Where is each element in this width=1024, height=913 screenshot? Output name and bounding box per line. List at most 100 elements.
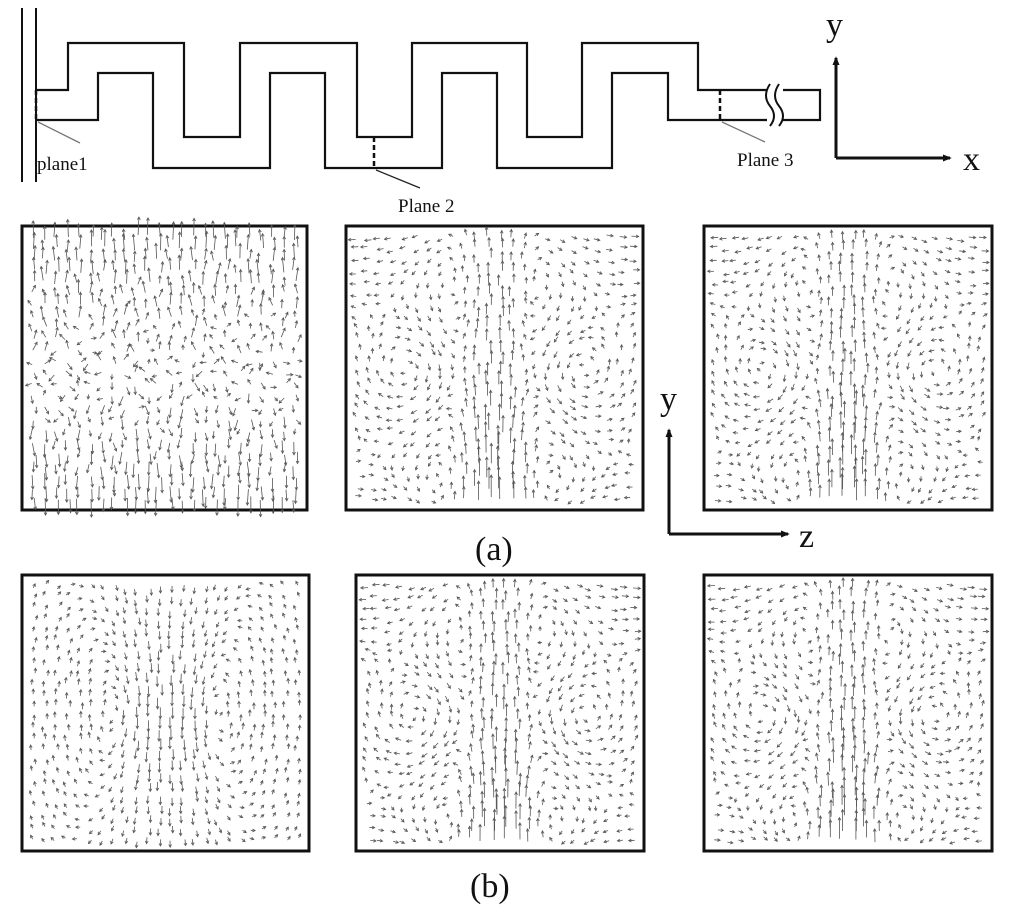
velocity-vector-head [210,250,214,255]
velocity-vector-head [416,475,420,480]
velocity-vector-head [587,325,592,330]
velocity-vector-head [611,272,616,277]
velocity-vector-head [488,389,493,394]
velocity-vector-head [284,485,289,489]
velocity-vector-head [556,364,561,369]
velocity-vector [204,248,207,260]
velocity-vector-head [201,354,206,359]
velocity-vector [204,455,208,464]
velocity-vector-head [383,487,387,492]
velocity-vector [158,222,161,236]
velocity-vector-head [556,307,560,312]
velocity-vector-head [213,283,217,288]
velocity-vector-head [513,404,517,409]
velocity-vector-head [261,291,265,296]
velocity-vector-head [160,260,165,265]
velocity-vector-head [460,408,465,412]
velocity-vector-head [463,300,468,305]
velocity-vector-head [41,246,45,251]
velocity-vector [200,361,207,364]
velocity-vector-head [291,242,296,247]
velocity-vector [83,363,89,371]
velocity-vector-head [177,320,182,325]
velocity-vector [378,393,384,398]
velocity-vector [722,260,729,262]
velocity-vector [202,489,204,507]
velocity-vector [525,369,527,376]
velocity-vector-head [216,424,220,429]
velocity-vector [27,300,32,306]
velocity-vector-head [205,437,209,442]
velocity-vector-head [191,489,195,493]
velocity-vector [77,429,81,442]
velocity-vector [63,322,69,330]
velocity-vector-head [512,437,517,442]
velocity-vector-head [86,395,91,400]
velocity-vector [190,246,193,261]
velocity-vector-head [57,463,62,468]
velocity-vector-head [477,362,481,367]
velocity-vector-head [411,271,416,276]
velocity-vector-head [272,236,277,241]
velocity-vector [157,407,160,413]
velocity-vector [183,739,185,751]
velocity-vector [32,420,34,429]
velocity-vector-head [484,456,489,460]
velocity-vector-head [179,220,184,225]
velocity-vector-head [573,250,577,254]
velocity-vector-head [578,363,583,367]
velocity-vector [590,356,595,361]
velocity-vector-head [30,400,34,405]
velocity-vector [373,272,380,275]
velocity-vector-head [201,307,206,312]
velocity-vector-head [271,268,275,273]
velocity-vector-head [138,276,142,281]
velocity-vector-head [436,238,441,242]
velocity-vector-head [151,348,156,352]
velocity-vector-head [496,455,501,459]
velocity-vector-head [179,291,183,296]
velocity-vector-head [133,510,138,515]
velocity-vector [159,439,162,450]
velocity-vector-head [387,281,392,285]
velocity-vector [426,247,432,252]
velocity-vector-head [282,235,286,240]
velocity-vector-head [272,246,277,251]
velocity-vector-head [380,321,384,325]
velocity-vector-head [42,316,46,320]
velocity-vector-head [382,466,387,471]
velocity-vector-head [472,374,476,379]
velocity-vector [561,372,564,380]
velocity-vector-head [225,284,230,289]
velocity-vector [292,405,294,413]
velocity-vector [102,498,105,512]
velocity-vector [359,344,361,350]
velocity-vector-head [231,338,236,343]
velocity-vector-head [486,412,491,416]
velocity-vector-head [417,318,422,322]
velocity-vector-head [60,412,64,417]
velocity-vector [112,260,115,270]
velocity-vector-head [197,284,202,289]
velocity-vector [54,287,56,297]
velocity-vector [473,375,475,386]
velocity-vector-head [389,259,394,264]
velocity-vector [351,305,357,309]
velocity-vector-head [278,407,282,411]
velocity-vector-head [489,247,493,251]
velocity-vector-head [426,397,430,402]
velocity-vector-head [535,480,540,484]
velocity-vector [236,428,241,435]
velocity-vector-head [534,404,539,408]
velocity-vector [126,387,130,395]
velocity-vector [463,431,466,442]
velocity-vector-head [628,428,632,433]
velocity-vector [247,472,250,488]
velocity-vector [628,369,632,375]
velocity-vector-head [383,497,387,501]
velocity-vector [138,406,145,408]
velocity-vector [212,220,215,238]
velocity-vector-head [270,434,275,439]
velocity-vector [121,419,124,430]
velocity-vector [465,442,467,454]
